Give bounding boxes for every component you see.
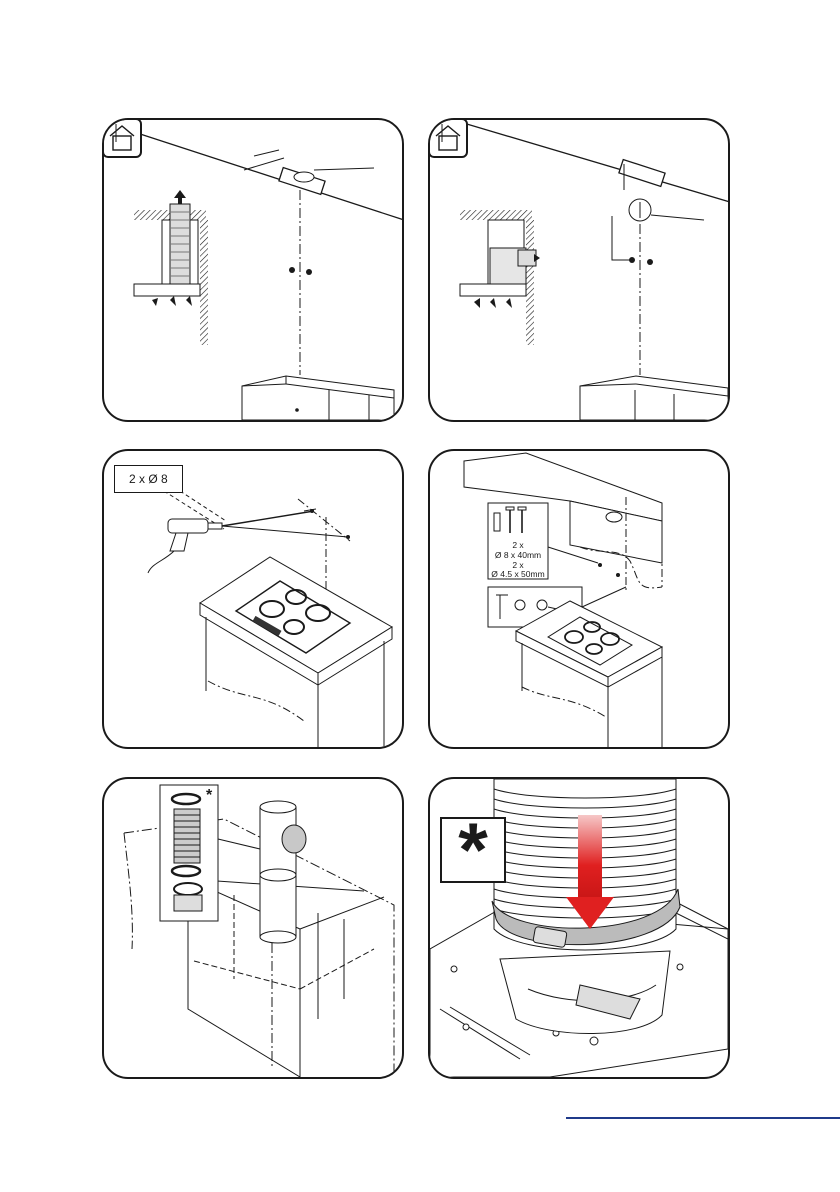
screw-spec-text: 2 x Ø 8 x 40mm 2 x Ø 4.5 x 50mm: [488, 541, 548, 580]
step-5-illustration: [104, 779, 402, 1077]
step-4-panel: 2 x Ø 8 x 40mm 2 x Ø 4.5 x 50mm: [428, 449, 730, 749]
footer-rule: [566, 1117, 840, 1119]
step-1-panel: [102, 118, 404, 422]
step-3-illustration: [104, 451, 402, 747]
step-3-panel: 2 x Ø 8: [102, 449, 404, 749]
asterisk-badge: *: [440, 817, 506, 883]
step-1-illustration: [104, 120, 402, 420]
screw-size-2: Ø 4.5 x 50mm: [488, 570, 548, 580]
asterisk-mark: *: [442, 813, 504, 889]
drill-icon: [148, 511, 314, 573]
step-2-illustration: [430, 120, 728, 420]
drill-hole-label: 2 x Ø 8: [114, 465, 183, 493]
house-icon: [428, 118, 468, 158]
step-2-panel: [428, 118, 730, 422]
step-5-panel: *: [102, 777, 404, 1079]
step-6-panel: *: [428, 777, 730, 1079]
house-icon: [102, 118, 142, 158]
step-4-illustration: [430, 451, 728, 747]
duct-icon: [260, 801, 306, 943]
asterisk-mark: *: [206, 787, 212, 805]
